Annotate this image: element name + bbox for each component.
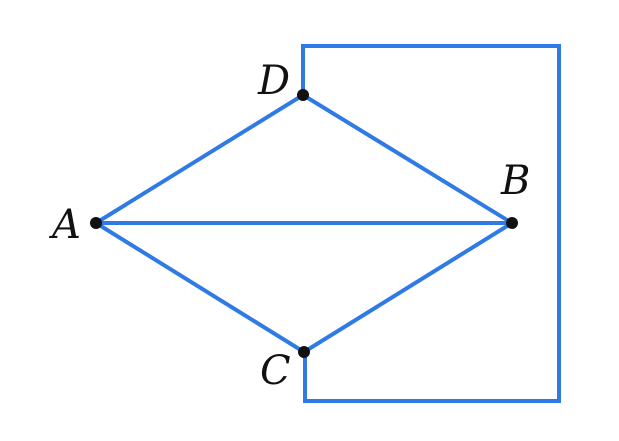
vertex-B [506, 217, 518, 229]
edge-A-C [94, 221, 306, 354]
vertex-D [297, 89, 309, 101]
vertex-C [298, 346, 310, 358]
edge-A-D [94, 93, 305, 225]
vertices-group [90, 89, 518, 358]
edge-D-C-loop [301, 44, 561, 403]
edge-D-B [301, 93, 514, 225]
vertex-label-D: D [257, 58, 290, 104]
vertex-A [90, 217, 102, 229]
edge-C-B [302, 221, 514, 354]
vertex-label-B: B [500, 158, 530, 204]
vertex-label-A: A [48, 202, 81, 248]
vertex-label-C: C [260, 348, 291, 394]
labels-group: A B C D [48, 58, 530, 394]
edges-group [94, 44, 561, 403]
